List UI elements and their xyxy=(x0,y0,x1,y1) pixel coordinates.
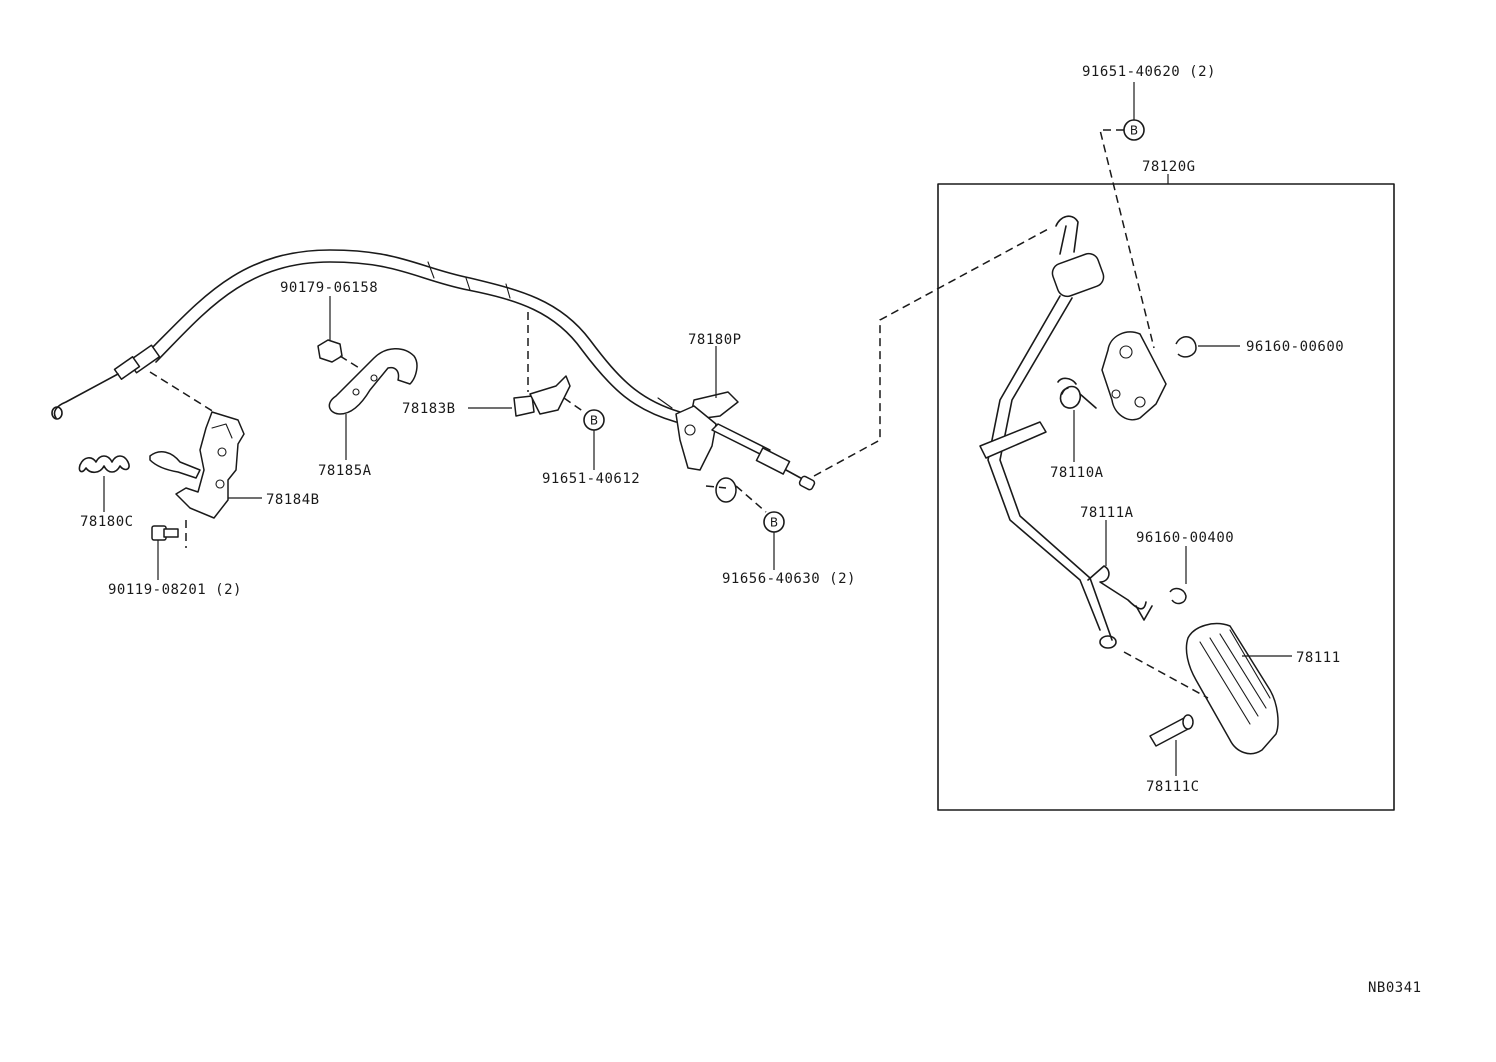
label-90179-06158: 90179-06158 xyxy=(280,280,378,296)
bolt-90119 xyxy=(151,525,179,541)
cable-bracket-78180p xyxy=(675,227,1051,513)
pedal-pad-78111 xyxy=(1123,622,1279,755)
bracket-78184b xyxy=(149,371,245,548)
callout-b-bottom: B xyxy=(763,511,785,533)
callout-b-letter: B xyxy=(590,414,598,428)
label-91656-40630: 91656-40630 (2) xyxy=(722,571,856,587)
label-96160-00400: 96160-00400 xyxy=(1136,530,1234,546)
label-78111a: 78111A xyxy=(1080,505,1134,521)
pedal-bracket xyxy=(1101,331,1197,421)
retainer-78183b xyxy=(513,312,585,417)
label-78111c: 78111C xyxy=(1146,779,1200,795)
label-78185a: 78185A xyxy=(318,463,372,479)
pedal-arm xyxy=(979,215,1117,649)
spring-78110a xyxy=(1057,377,1097,409)
callout-b-middle: B xyxy=(583,409,605,431)
dashed-b-top xyxy=(1099,129,1155,349)
callout-b-top: B xyxy=(1123,119,1145,141)
diagram-code: NB0341 xyxy=(1368,980,1422,996)
pin-78111c xyxy=(1149,714,1194,747)
label-78110a: 78110A xyxy=(1050,465,1104,481)
label-78184b: 78184B xyxy=(266,492,320,508)
label-91651-40620: 91651-40620 (2) xyxy=(1082,64,1216,80)
label-91651-40612: 91651-40612 xyxy=(542,471,640,487)
label-78180p: 78180P xyxy=(688,332,742,348)
label-90119-08201: 90119-08201 (2) xyxy=(108,582,242,598)
clip-78185a xyxy=(328,348,418,415)
label-78183b: 78183B xyxy=(402,401,456,417)
callout-b-letter: B xyxy=(1130,124,1138,138)
accelerator-cable xyxy=(51,249,681,423)
callout-b-letter: B xyxy=(770,516,778,530)
label-78111: 78111 xyxy=(1296,650,1341,666)
clip-96160-00400 xyxy=(1169,587,1187,605)
assembly-box-78120g xyxy=(937,183,1395,811)
leader-lines xyxy=(103,82,1292,776)
spring-78111a xyxy=(1087,565,1153,621)
spring-78180c xyxy=(78,455,130,474)
label-96160-00600: 96160-00600 xyxy=(1246,339,1344,355)
label-78180c: 78180C xyxy=(80,514,134,530)
label-78120g: 78120G xyxy=(1142,159,1196,175)
